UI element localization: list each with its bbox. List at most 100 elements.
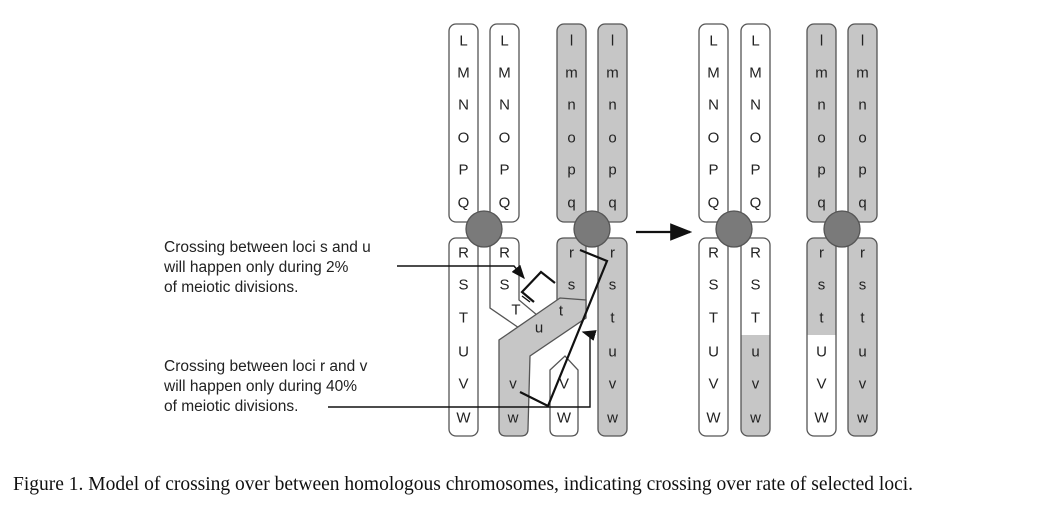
annotation-rv-line-2: will happen only during 40%: [163, 378, 357, 395]
locus-label: N: [458, 97, 469, 114]
locus-label: m: [856, 65, 869, 82]
locus-label: U: [816, 344, 827, 361]
bottom-arm-outline: [740, 237, 771, 437]
locus-label: R: [750, 245, 761, 262]
locus-label: l: [820, 33, 823, 50]
segment-1: [807, 238, 836, 335]
chromatid-3-lower-segment: [549, 355, 579, 437]
annotation-su-line-1: Crossing between loci s and u: [164, 239, 371, 256]
locus-label: Q: [750, 195, 762, 212]
locus-label: O: [750, 130, 762, 147]
locus-label: N: [750, 97, 761, 114]
centromere-1: [465, 210, 503, 248]
locus-label: M: [749, 65, 762, 82]
annotation-leader-su: [397, 264, 525, 280]
locus-label: t: [819, 310, 824, 327]
locus-label: t: [860, 310, 865, 327]
locus-label: W: [814, 410, 829, 427]
locus-label: R: [458, 245, 469, 262]
locus-label: n: [608, 97, 616, 114]
locus-label: q: [567, 195, 575, 212]
top-arm: [698, 23, 729, 223]
top-arm: [847, 23, 878, 223]
locus-label: n: [858, 97, 866, 114]
top-arm: [740, 23, 771, 223]
annotation-rv-line-1: Crossing between loci r and v: [164, 358, 368, 375]
locus-label: V: [708, 376, 718, 393]
locus-label: s: [818, 277, 826, 294]
annotation-rv: Crossing between loci r and v will happe…: [163, 358, 368, 415]
locus-label: N: [499, 97, 510, 114]
locus-label: L: [751, 33, 759, 50]
locus-label: N: [708, 97, 719, 114]
annotation-rv-line-3: of meiotic divisions.: [164, 398, 298, 415]
crossover-path-r-v: [519, 248, 609, 408]
locus-label: u: [535, 320, 543, 337]
locus-label: r: [860, 245, 865, 262]
locus-label: o: [817, 130, 825, 147]
locus-label: o: [567, 130, 575, 147]
locus-label: w: [606, 410, 618, 427]
locus-label: n: [567, 97, 575, 114]
locus-label: P: [750, 162, 760, 179]
locus-label: M: [498, 65, 511, 82]
annotation-leader-rv: [328, 330, 597, 408]
locus-label: w: [856, 410, 868, 427]
locus-label: V: [559, 376, 569, 393]
locus-label: T: [751, 310, 760, 327]
locus-label: u: [608, 344, 616, 361]
chromatid-2-top-arm: [489, 23, 520, 223]
top-arm: [806, 23, 837, 223]
before-group: [448, 23, 628, 437]
annotation-su-line-3: of meiotic divisions.: [164, 279, 298, 296]
crossover-path-s-u: [520, 270, 556, 303]
locus-label: o: [608, 130, 616, 147]
centromere-4: [823, 210, 861, 248]
crossover-mark: [521, 295, 531, 303]
locus-label: p: [817, 162, 825, 179]
locus-label: S: [750, 277, 760, 294]
locus-label: L: [709, 33, 717, 50]
chromatid-4-bottom-arm: [597, 237, 628, 437]
annotation-su: Crossing between loci s and u will happe…: [163, 239, 371, 296]
segment-2: [741, 335, 770, 436]
locus-label: W: [706, 410, 721, 427]
locus-label: q: [817, 195, 825, 212]
locus-label: S: [458, 277, 468, 294]
locus-label: v: [752, 376, 760, 393]
chromatid-2-crossover-segment: [498, 297, 587, 437]
locus-label: t: [610, 310, 615, 327]
locus-label: q: [608, 195, 616, 212]
locus-label: r: [569, 245, 574, 262]
chromatid-1-bottom-arm: [448, 237, 479, 437]
locus-label: O: [708, 130, 720, 147]
after-group: LMNOPQRSTUVWLMNOPQRSTuvwlmnopqrstUVWlmno…: [698, 23, 878, 437]
locus-label: U: [708, 344, 719, 361]
locus-label: s: [568, 277, 576, 294]
locus-label: Q: [458, 195, 470, 212]
locus-label: m: [565, 65, 578, 82]
bottom-arm: [698, 237, 729, 437]
bottom-arm-outline: [806, 237, 837, 437]
locus-label: t: [559, 303, 564, 320]
segment-1: [741, 238, 770, 335]
locus-label: m: [606, 65, 619, 82]
locus-label: w: [507, 410, 519, 427]
locus-label: T: [709, 310, 718, 327]
figure-caption: Figure 1. Model of crossing over between…: [13, 474, 914, 495]
chromatid-3-top-arm: [556, 23, 587, 223]
locus-label: v: [859, 376, 867, 393]
locus-label: q: [858, 195, 866, 212]
locus-label: U: [458, 344, 469, 361]
locus-label: n: [817, 97, 825, 114]
segment-2: [807, 335, 836, 436]
locus-label: v: [609, 376, 617, 393]
locus-label: P: [458, 162, 468, 179]
locus-label: w: [749, 410, 761, 427]
locus-label: O: [458, 130, 470, 147]
locus-label: W: [557, 410, 572, 427]
locus-label: V: [458, 376, 468, 393]
